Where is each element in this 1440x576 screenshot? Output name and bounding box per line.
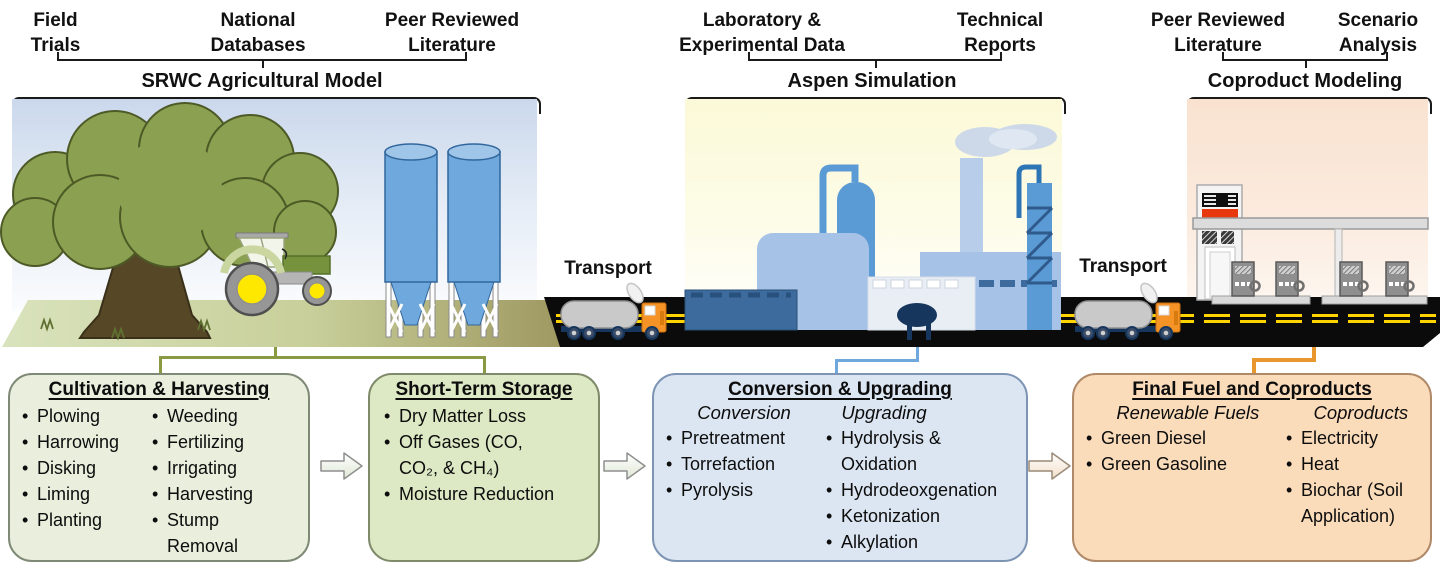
subhead-upgrading: Upgrading [841,402,927,423]
bracket-tick [1000,52,1002,60]
bracket-tick [875,61,877,68]
bracket-tick [748,52,750,60]
chimney [960,158,983,254]
list-item: Alkylation [824,529,1020,555]
agriculture-connector-drop-right [483,356,486,374]
source-label-national-databases: National Databases [210,10,306,56]
list-item: Weeding [150,403,295,429]
list-item: Pretreatment [664,425,824,451]
transport-label-1: Transport [564,258,652,279]
tree-icon [0,102,339,339]
list-item: Green Diesel [1084,425,1284,451]
conversion-list: Pretreatment Torrefaction Pyrolysis [664,425,824,555]
list-item: Stump Removal [150,507,262,559]
arrow-right-icon [603,452,646,480]
list-item: Green Gasoline [1084,451,1284,477]
bracket-tick [1386,52,1388,60]
tractor-icon [220,232,332,317]
cultivation-list-col1: Plowing Harrowing Disking Liming Plantin… [20,403,150,559]
source-label-peer-reviewed-lit-2: Peer Reviewed Literature [1150,10,1286,56]
conversion-connector-bar [835,359,919,362]
list-item: Irrigating [150,455,295,481]
list-item: Liming [20,481,150,507]
source-label-field-trials: Field Trials [30,10,81,56]
cultivation-list-col2: Weeding Fertilizing Irrigating Harvestin… [150,403,295,559]
source-label-peer-reviewed-lit-1: Peer Reviewed Literature [384,10,520,56]
subhead-renewable-fuels: Renewable Fuels [1116,402,1260,423]
agriculture-connector-drop-left [159,356,162,374]
box-title: Conversion & Upgrading [728,379,952,400]
list-item: Moisture Reduction [382,481,587,507]
subhead-conversion: Conversion [697,402,791,423]
list-item: Hydrodeoxgenation [824,477,1020,503]
arrow-right-icon [1028,452,1071,480]
coproduct-connector-stem [1312,335,1316,362]
list-item: Hydrolysis & Oxidation [824,425,971,477]
arrow-right-icon [320,452,363,480]
list-item: Fertilizing [150,429,295,455]
conversion-upgrading-box: Conversion & Upgrading Conversion Upgrad… [652,373,1028,562]
list-item: Torrefaction [664,451,824,477]
model-label-srwc: SRWC Agricultural Model [141,70,383,92]
list-item: Heat [1284,451,1429,477]
coproducts-list: Electricity Heat Biochar (Soil Applicati… [1284,425,1429,529]
list-item: Pyrolysis [664,477,824,503]
list-item: Electricity [1284,425,1429,451]
pump-unit [897,303,937,340]
list-item: Ketonization [824,503,1020,529]
transport-label-2: Transport [1079,256,1167,277]
sources-bracket-coproduct [1222,52,1388,68]
bracket-tick [465,52,467,60]
sources-bracket-aspen [748,52,1002,68]
subhead-coproducts: Coproducts [1313,402,1409,423]
list-item: Harvesting [150,481,295,507]
bracket-tick [57,52,59,60]
smoke-icon [955,124,1057,157]
list-item: Disking [20,455,150,481]
agriculture-connector-bar [159,356,486,359]
biorefinery-icon [684,124,1061,340]
list-item: Harrowing [20,429,150,455]
conversion-connector-drop [835,359,838,374]
box-title: Cultivation & Harvesting [48,379,270,400]
source-label-scenario-analysis: Scenario Analysis [1337,10,1419,56]
coproduct-connector-bar [1252,358,1316,362]
farm-scene [0,102,501,341]
bracket-tick [1222,52,1224,60]
grass-tuft-icon [40,317,211,341]
list-item: Planting [20,507,150,533]
box-title: Final Fuel and Coproducts [1132,379,1372,400]
tanker-truck-icon [560,282,667,340]
renewable-fuels-list: Green Diesel Green Gasoline [1084,425,1284,529]
source-label-technical-reports: Technical Reports [956,10,1044,56]
bracket-tick [1305,61,1307,68]
cultivation-harvesting-box: Cultivation & Harvesting Plowing Harrowi… [8,373,310,562]
final-fuel-coproducts-box: Final Fuel and Coproducts Renewable Fuel… [1072,373,1432,562]
conversion-connector-stem [916,335,919,362]
gas-station-icon [1192,184,1429,305]
model-label-aspen: Aspen Simulation [787,70,957,92]
box-title: Short-Term Storage [395,379,573,400]
warehouse [684,289,798,331]
tanker-truck-icon [1074,282,1181,340]
list-item: Plowing [20,403,150,429]
list-item: Off Gases (CO, CO₂, & CH₄) [382,429,559,481]
bracket-tick [262,61,264,68]
source-label-laboratory-data: Laboratory & Experimental Data [679,10,845,56]
silos-icon [384,143,501,338]
storage-list: Dry Matter Loss Off Gases (CO, CO₂, & CH… [382,403,587,507]
fuel-pumps [1231,261,1415,297]
list-item: Biochar (Soil Application) [1284,477,1411,529]
short-term-storage-box: Short-Term Storage Dry Matter Loss Off G… [368,373,600,562]
canopy [1192,217,1429,230]
coproduct-connector-drop [1252,358,1256,374]
model-label-coproduct: Coproduct Modeling [1207,70,1403,92]
distillation-column [1016,164,1054,330]
pump-islands [1211,295,1428,305]
list-item: Dry Matter Loss [382,403,587,429]
upgrading-list: Hydrolysis & Oxidation Hydrodeoxgenation… [824,425,1020,555]
sources-bracket-agricultural [57,52,467,68]
